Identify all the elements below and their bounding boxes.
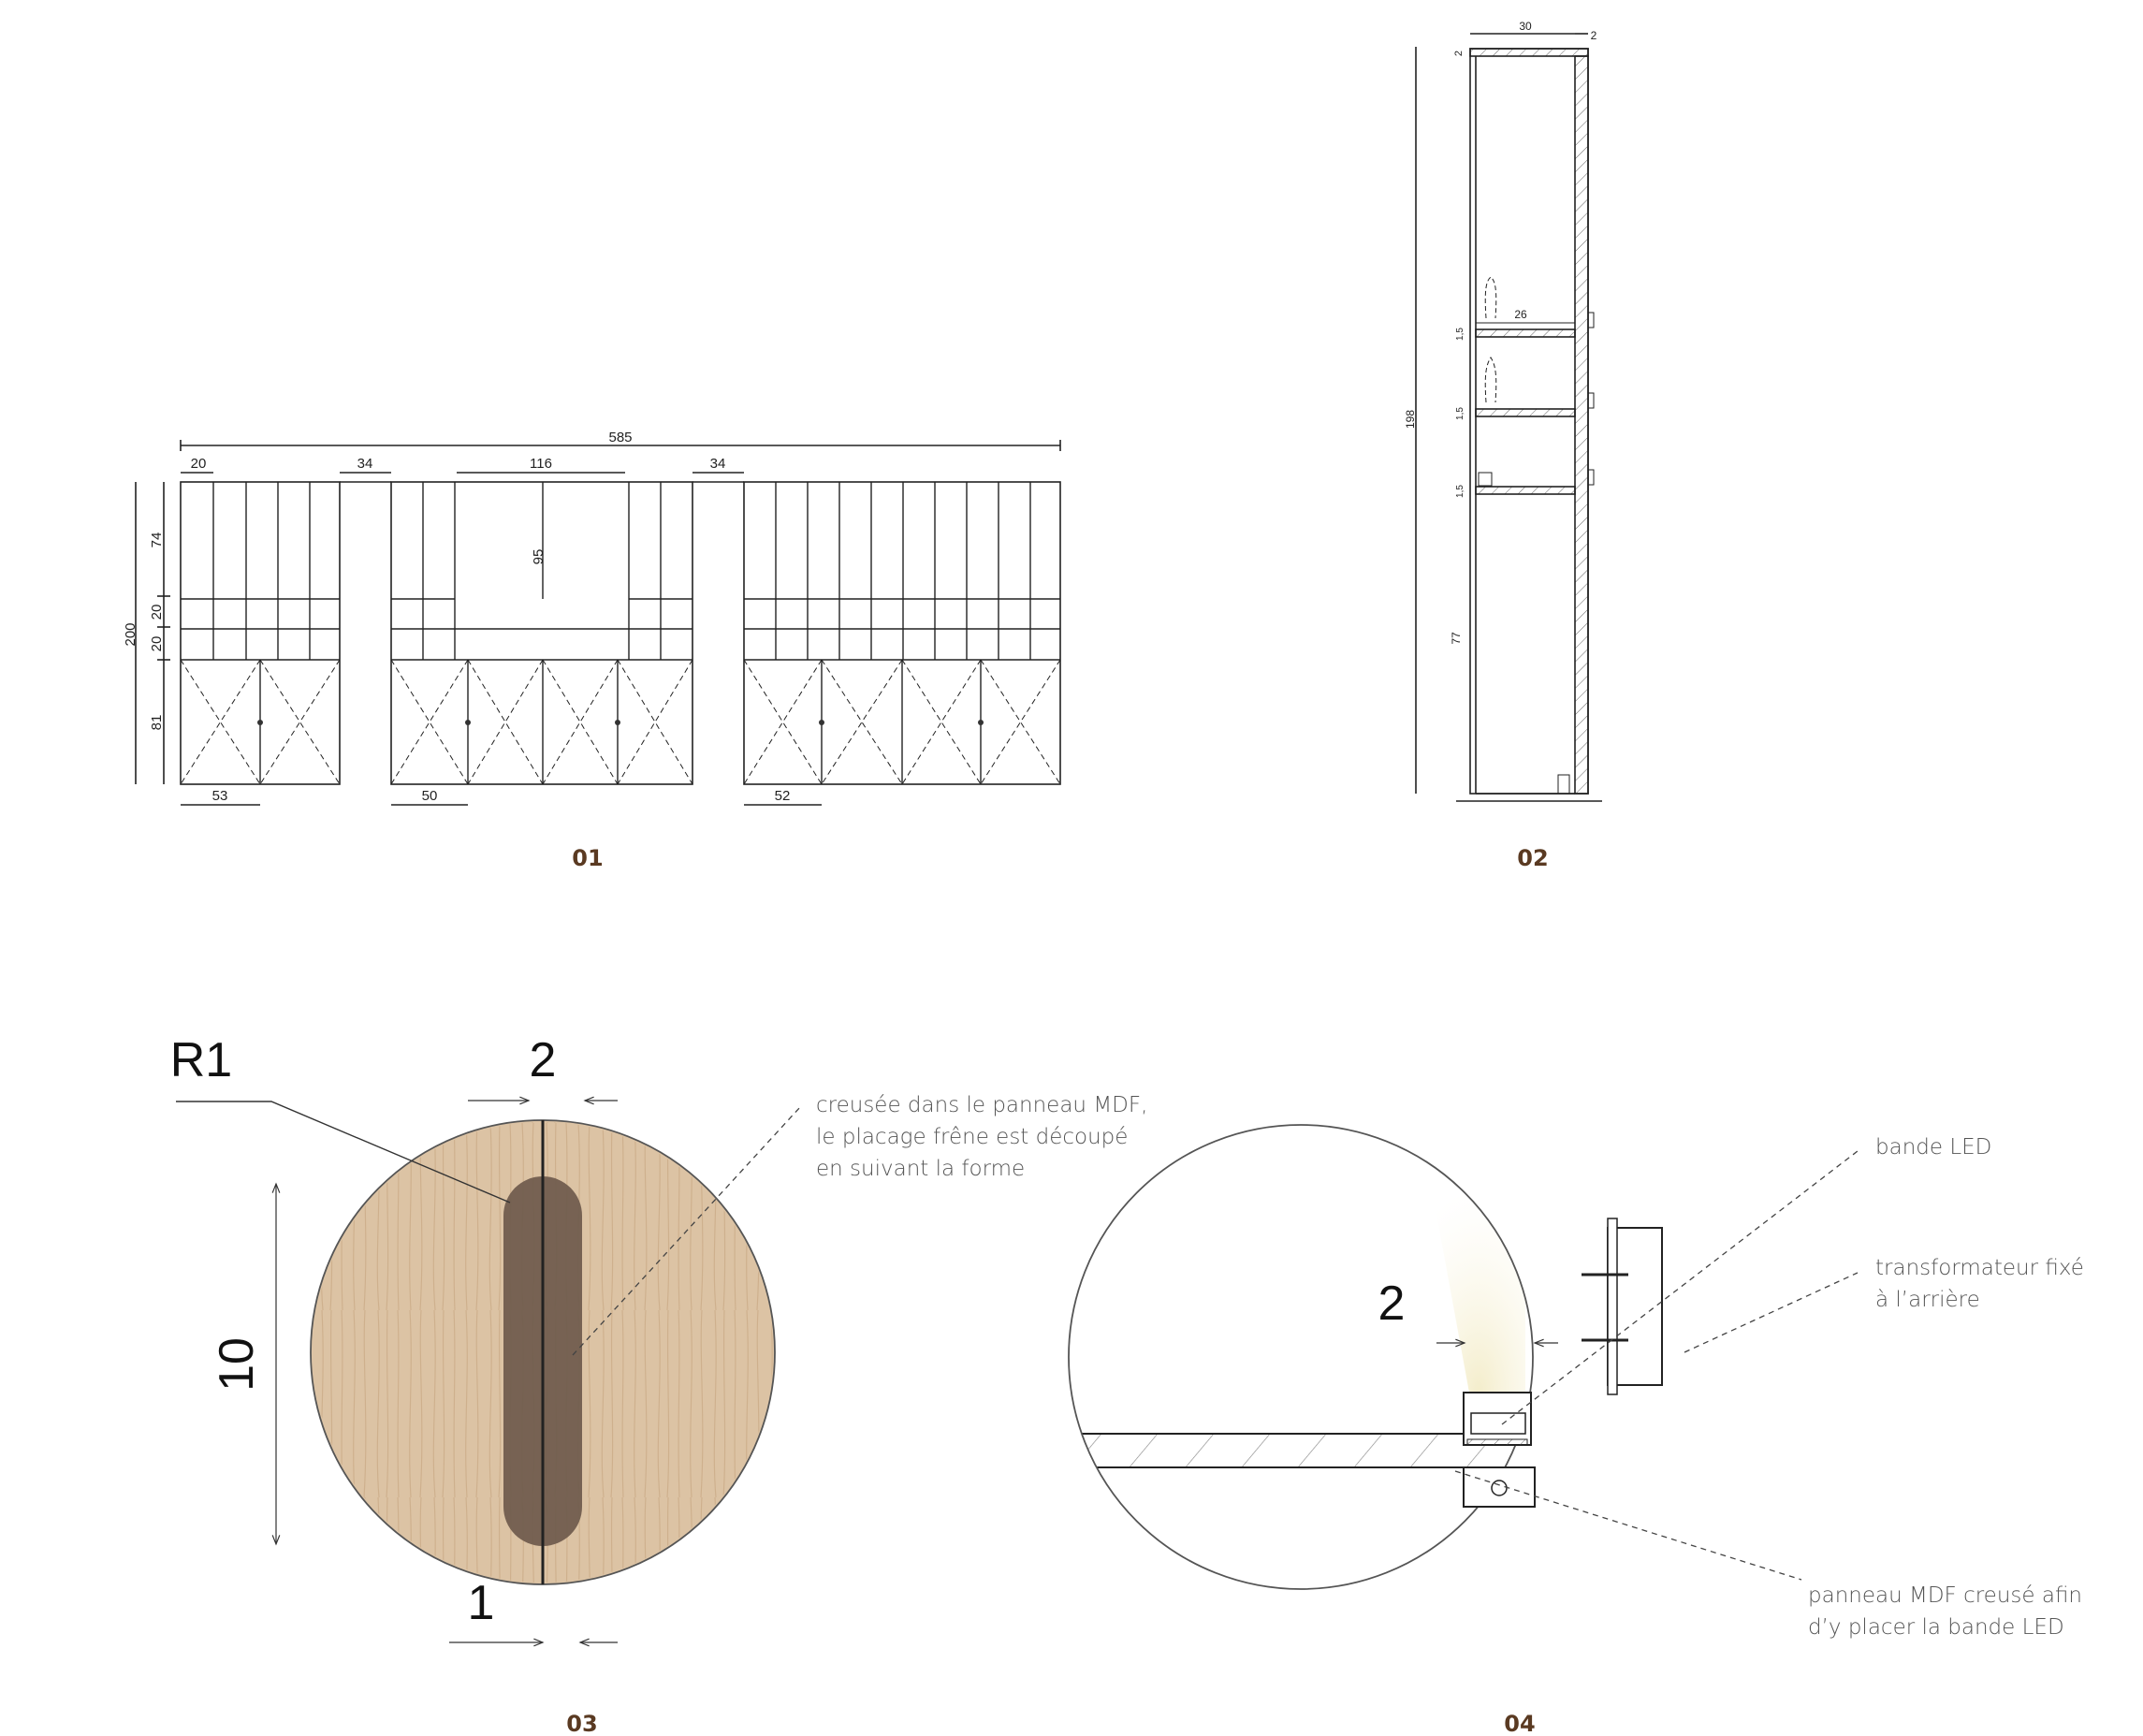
- elevation-dim-labels: 585 20 34 116 34 200 74 20 20 81 95 53 5…: [123, 430, 790, 804]
- elevation-handles: [257, 720, 984, 725]
- wall-section: [1535, 1114, 1608, 1619]
- dim-bottom-mid-label: 50: [422, 788, 438, 804]
- label-mdf-line-2: d’y placer la bande LED: [1808, 1615, 2064, 1640]
- handle-labels: R1 2 10 1 creusée dans le panneau MDF, l…: [170, 1033, 1148, 1630]
- dim-section-height-label: 198: [1404, 410, 1417, 429]
- dim-total-height-label: 200: [123, 622, 138, 646]
- dim-handle-height-label: 10: [210, 1337, 264, 1392]
- dim-led-gap-label: 2: [1378, 1276, 1406, 1331]
- handle-note-line-3: en suivant la forme: [816, 1157, 1025, 1181]
- dim-gap-right-label: 34: [710, 456, 726, 472]
- dim-center-height-label: 95: [531, 549, 547, 565]
- dim-mid1-label: 20: [149, 605, 165, 620]
- caption-01: 01: [572, 845, 603, 871]
- caption-02: 02: [1517, 845, 1548, 871]
- led-detail: [1068, 1114, 1859, 1619]
- shelf-3: [1475, 486, 1576, 495]
- dim-shelf-thk-3: 1,5: [1455, 485, 1465, 498]
- shelf-2: [1475, 408, 1576, 417]
- shelf-panel: [1069, 1434, 1533, 1467]
- detail-circle: [1068, 1124, 1534, 1590]
- dim-center-label: 116: [530, 456, 552, 472]
- dim-bottom-right-label: 52: [775, 788, 791, 804]
- dim-col-label: 20: [191, 456, 207, 472]
- caption-03: 03: [566, 1711, 597, 1736]
- section-outline: [1469, 48, 1589, 795]
- led-light-glow: [1432, 1189, 1525, 1393]
- dim-mid2-label: 20: [149, 636, 165, 652]
- dim-shelf-depth-label: 26: [1514, 308, 1527, 321]
- label-transformer-line-1: transformateur fixé: [1875, 1256, 2084, 1280]
- module-center: [390, 481, 693, 785]
- dim-depth-label: 30: [1519, 20, 1532, 33]
- dim-upper-label: 74: [149, 532, 165, 548]
- dim-shelf-thk-2: 1,5: [1455, 407, 1465, 420]
- dim-overall-label: 585: [608, 430, 632, 445]
- label-transformer-line-2: à l’arrière: [1875, 1288, 1980, 1312]
- dim-shelf-thk-1: 1,5: [1455, 328, 1465, 341]
- label-mdf-line-1: panneau MDF creusé afin: [1808, 1583, 2082, 1608]
- dim-lower-height-label: 77: [1450, 632, 1463, 645]
- dim-top-thickness-label: 2: [1453, 51, 1465, 56]
- dim-gap-left-label: 34: [357, 456, 373, 472]
- shelf-1: [1475, 328, 1576, 338]
- dim-width-bottom-label: 1: [468, 1576, 495, 1630]
- handle-detail: [176, 1096, 801, 1647]
- clip-box: [1463, 1466, 1536, 1508]
- caption-04: 04: [1504, 1711, 1535, 1736]
- section-dim-labels: 30 2 2 26 198 1,5 1,5 1,5 77: [1404, 20, 1597, 645]
- radius-label: R1: [170, 1033, 232, 1087]
- label-led-strip: bande LED: [1875, 1135, 1991, 1160]
- dim-bottom-left-label: 53: [212, 788, 228, 804]
- dim-width-top-label: 2: [530, 1033, 557, 1087]
- dim-side-label: 2: [1591, 29, 1597, 42]
- elevation-view: [135, 440, 1061, 806]
- dim-lower-label: 81: [149, 715, 165, 731]
- section-view: [1415, 33, 1602, 802]
- handle-note-line-1: creusée dans le panneau MDF,: [816, 1093, 1147, 1117]
- handle-note-line-2: le placage frêne est découpé: [816, 1125, 1128, 1149]
- led-labels: 2 bande LED transformateur fixé à l’arri…: [1378, 1135, 2084, 1640]
